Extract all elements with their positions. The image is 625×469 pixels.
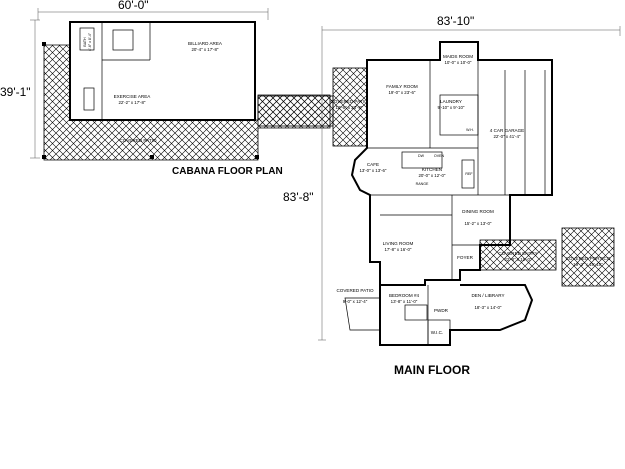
main-floor-title: MAIN FLOOR [394, 363, 470, 377]
covered-patio-bottom-label: COVERED PATIO [336, 288, 374, 293]
living-room-size: 17'-8" x 16'-0" [384, 247, 411, 252]
bath-size: 4'-6" x 8'-4" [88, 32, 92, 51]
bedroom-4-size: 13'-8" x 11'-0" [391, 299, 418, 304]
covered-patio-bottom-outline [344, 297, 381, 331]
water-heater-label: W.H. [466, 128, 474, 132]
covered-portico [561, 227, 615, 287]
covered-patio-top-label: COVERED PATIO [330, 99, 368, 104]
laundry-room [439, 94, 479, 136]
bedroom-4-label: BEDROOM #4 [389, 293, 420, 298]
billiard-area-label: BILLIARD AREA [188, 41, 223, 46]
cabana-title: CABANA FLOOR PLAN [172, 166, 283, 177]
covered-portico-size: 19'-3" x 19'-10" [573, 262, 603, 267]
garage-label: 4 CAR GARAGE [490, 128, 524, 133]
house-exterior-wall [350, 41, 553, 286]
cabana-width-dimension: 60'-0" [118, 0, 149, 12]
living-room-label: LIVING ROOM [383, 241, 414, 246]
main-depth-dimension: 83'-8" [283, 190, 314, 204]
den-library-size: 18'-3" x 14'-0" [474, 305, 501, 310]
cabana-patio-label: COVERED PATIO [119, 138, 157, 143]
bath-label: BATH [83, 37, 87, 47]
cafe-size: 13'-0" x 13'-6" [359, 168, 386, 173]
covered-portico-label: COVERED PORTICO [566, 256, 611, 261]
main-width-dimension: 83'-10" [437, 14, 474, 28]
garage-size: 22'-0" x 41'-4" [493, 134, 520, 139]
kitchen-label: KITCHEN [422, 167, 442, 172]
covered-entry-label: COVERED ENTRY [498, 251, 537, 256]
oven-label: OVEN [434, 154, 445, 158]
kitchen-island [401, 151, 443, 169]
cabana-depth-dimension: 39'-1" [0, 85, 31, 99]
laundry-size: 9'-10" x 9'-10" [437, 105, 464, 110]
covered-entry [479, 239, 557, 271]
powder-room-label: PWDR [434, 308, 449, 313]
cafe-label: CAFE [367, 162, 379, 167]
covered-entry-size: 22'-8" x 10'-0" [504, 257, 531, 262]
family-room-label: FAMILY ROOM [386, 84, 418, 89]
dining-room-label: DINING ROOM [462, 209, 494, 214]
lower-wing-wall [379, 284, 534, 346]
covered-patio-top-size: 12'-6" x 23'-8" [335, 105, 362, 110]
kitchen-size: 20'-0" x 12'-0" [418, 173, 445, 178]
den-library-label: DEN / LIBRARY [471, 293, 504, 298]
family-room-size: 19'-0" x 23'-6" [388, 90, 415, 95]
refrigerator-label: REF [465, 172, 473, 176]
maids-room-size: 10'-0" x 10'-0" [444, 60, 471, 65]
dishwasher-label: DW [418, 154, 425, 158]
cabana-plan: 60'-0" 39'-1" BILLIARD AREA 20'-4" x 17'… [0, 0, 334, 177]
dining-room-size: 15'-2" x 13'-0" [464, 221, 491, 226]
covered-patio-bottom-size: 9'-0" x 12'-4" [343, 299, 368, 304]
refrigerator [461, 159, 475, 189]
cabana-building [69, 21, 256, 121]
range-label: RANGE [416, 182, 429, 186]
laundry-label: LAUNDRY [440, 99, 462, 104]
cabana-columns [42, 42, 259, 159]
walkway [257, 95, 334, 127]
exercise-area-label: EXERCISE AREA [114, 94, 152, 99]
foyer-label: FOYER [457, 255, 474, 260]
billiard-area-size: 20'-4" x 17'-8" [191, 47, 218, 52]
exercise-area-size: 22'-2" x 17'-8" [118, 100, 145, 105]
walk-in-closet-label: W.I.C. [431, 330, 444, 335]
covered-patio-top [332, 67, 368, 147]
main-floor-plan: 83'-10" 83'-8" MAID [283, 14, 621, 377]
maids-room-label: MAIDS ROOM [443, 54, 473, 59]
